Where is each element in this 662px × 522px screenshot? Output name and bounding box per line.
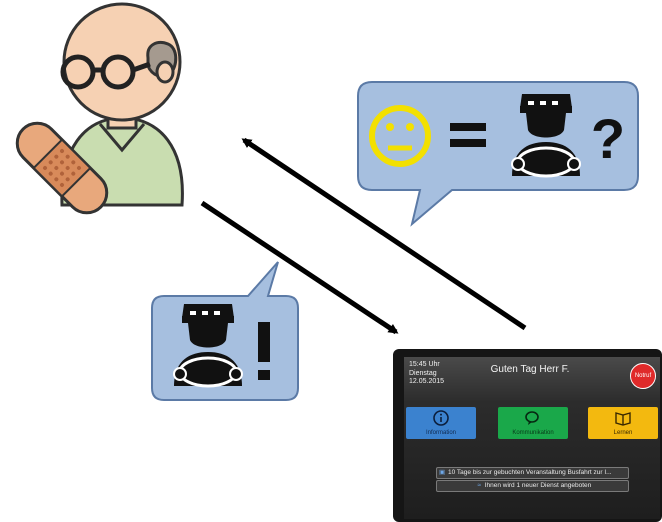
chat-icon: [525, 411, 539, 425]
equals-sign: [450, 123, 486, 147]
communication-label: Kommunikation: [512, 430, 554, 436]
notification-text: 10 Tage bis zur gebuchten Veranstaltung …: [448, 469, 612, 476]
bus-icon: ▣: [439, 469, 446, 476]
notification-event[interactable]: ▣10 Tage bis zur gebuchten Veranstaltung…: [436, 467, 629, 479]
information-label: Information: [425, 430, 456, 436]
arrow-to-tablet: [200, 200, 399, 335]
arrow-to-man: [241, 137, 527, 331]
glasses-icon: [60, 54, 151, 90]
question-mark: ?: [591, 107, 625, 170]
speech-bubble-driver: [151, 261, 299, 401]
wifi-icon: ≈: [477, 482, 481, 489]
learning-button[interactable]: Lernen: [588, 407, 658, 439]
driver-icon: [173, 304, 243, 388]
bandage-icon: [15, 121, 109, 215]
greeting-title: Guten Tag Herr F.: [490, 364, 570, 375]
neutral-face-icon: [369, 105, 431, 167]
tablet-datetime: 15:45 Uhr Dienstag 12.05.2015: [409, 361, 469, 387]
date-label: 12.05.2015: [409, 378, 445, 385]
exclamation-mark: [258, 322, 270, 380]
notification-text: Ihnen wird 1 neuer Dienst angeboten: [484, 482, 592, 489]
speech-bubble-confusion: ?: [357, 81, 639, 227]
weekday-label: Dienstag: [409, 369, 437, 377]
emergency-button[interactable]: Notruf: [630, 363, 656, 389]
communication-button[interactable]: Kommunikation: [498, 407, 568, 439]
learning-label: Lernen: [613, 430, 633, 436]
driver-icon: [511, 94, 581, 178]
info-icon: [433, 410, 449, 426]
information-button[interactable]: Information: [406, 407, 476, 439]
notification-service[interactable]: ≈Ihnen wird 1 neuer Dienst angeboten: [436, 480, 629, 492]
time-label: 15:45 Uhr: [409, 361, 440, 368]
book-icon: [615, 412, 631, 426]
